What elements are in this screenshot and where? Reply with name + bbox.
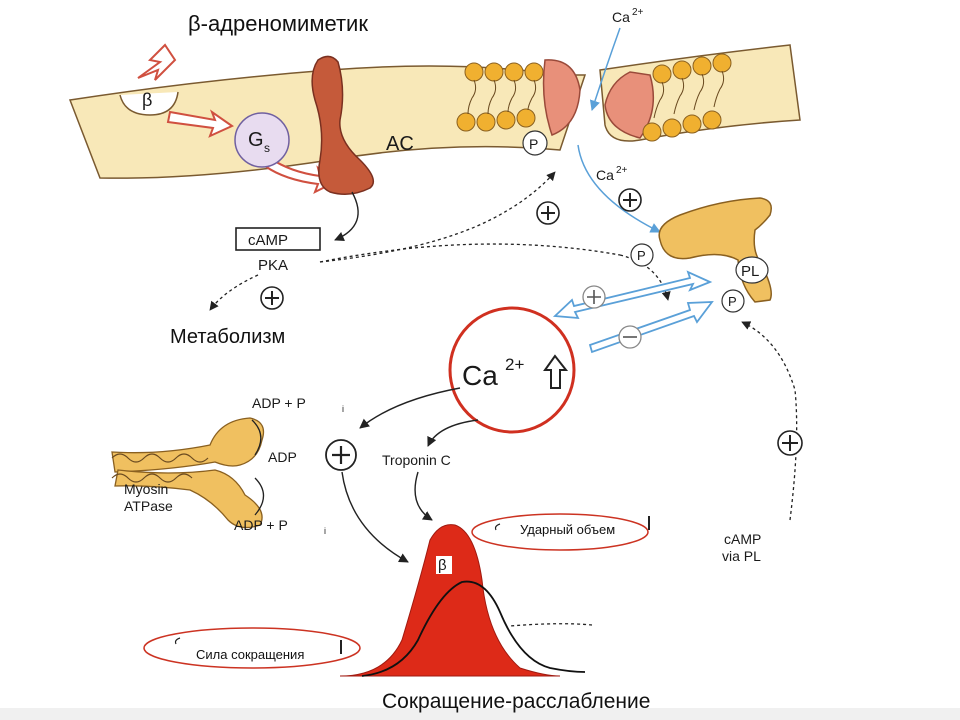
contraction-force-oval [143, 627, 361, 669]
pka-to-pl-dashed [319, 243, 621, 263]
plus-circle-icon [260, 286, 284, 310]
adp-pi-bottom-label: ADP + P [234, 517, 288, 533]
ca-mid-label: Ca [596, 167, 614, 183]
metabolism-label: Метаболизм [170, 326, 286, 348]
up-arrow-icon [543, 354, 569, 389]
camp-via-label: cAMP [724, 531, 761, 547]
adp-pi-bottom-sub: i [324, 526, 326, 536]
contraction-curve-beta [339, 524, 561, 677]
stroke-volume-label: Ударный объем [520, 522, 616, 537]
minus-circle-icon [618, 325, 642, 349]
pl-phosphate-bottom [721, 289, 745, 313]
curve-beta-label: β [438, 557, 447, 574]
agonist-arrow [137, 43, 177, 81]
pl-badge [735, 256, 769, 284]
channel-phosphate-label: P [529, 136, 538, 152]
sr-release-arrow [588, 301, 714, 354]
plus-circle-icon [777, 430, 803, 456]
pka-to-channel-dashed [319, 171, 556, 263]
pl-label: PL [741, 263, 759, 280]
myosin-label: Myosin [124, 481, 168, 497]
myosin-atpase-shape [111, 417, 265, 529]
contraction-relaxation-label: Сокращение-расслабление [382, 690, 651, 713]
atpase-label: ATPase [124, 498, 173, 514]
pka-label: PKA [258, 257, 288, 274]
camp-box [235, 227, 321, 251]
myosin-helix-b [111, 473, 193, 483]
adenylate-cyclase [311, 55, 375, 195]
contraction-force-up-icon [340, 640, 342, 654]
beta-receptor-label: β [142, 90, 152, 110]
contraction-curve-baseline [361, 580, 586, 677]
plus-circle-icon [325, 439, 357, 471]
plus-circle-icon [618, 188, 642, 212]
beta-agonist-label: β-адреномиметик [188, 11, 368, 36]
gs-subscript: s [264, 141, 270, 155]
contraction-force-label: Сила сокращения [196, 647, 305, 662]
adp-cycle-bottom [254, 477, 265, 516]
adp-label: ADP [268, 449, 297, 465]
pl-phosphate-top-label: P [637, 248, 646, 263]
channel-phosphate [522, 130, 548, 156]
contraction-force-tick [174, 637, 181, 645]
adp-cycle-top [251, 419, 262, 456]
stroke-volume-up-icon [648, 516, 650, 530]
myosin-helix [111, 453, 209, 463]
myosin-to-curve-arrow [341, 471, 409, 563]
ca-to-troponin-arrow [427, 419, 479, 447]
ca-channel-left [542, 59, 581, 136]
plus-circle-icon [536, 201, 560, 225]
troponin-to-curve-arrow [414, 471, 433, 521]
ca-top-label: Ca [612, 9, 630, 25]
lipid-bilayer-left [456, 62, 544, 132]
pl-phosphate-top [630, 243, 654, 267]
via-pl-label: via PL [722, 548, 761, 564]
troponin-c-label: Troponin C [382, 452, 451, 468]
ac-to-camp-arrow [334, 191, 359, 242]
ca-central-circle [448, 306, 576, 434]
curve-beta-badge [436, 556, 452, 574]
plus-circle-icon [582, 285, 606, 309]
bottom-strip [0, 708, 960, 720]
pka-to-metabolism-dashed [209, 274, 259, 311]
stroke-volume-tick [494, 523, 501, 531]
adp-pi-top-sub: i [342, 404, 344, 414]
ca-entry-arrow [589, 27, 621, 111]
pka-to-pl-dashed-b [619, 254, 671, 301]
ca-central-label: Ca [462, 360, 498, 391]
ca-mid-sup: 2+ [616, 165, 628, 176]
camp-to-curve-dashed [509, 623, 593, 627]
ca-to-sr-arrow [577, 144, 661, 233]
gs-label: G [248, 129, 264, 151]
adp-pi-top-label: ADP + P [252, 395, 306, 411]
ca-to-myosin-arrow [359, 387, 461, 429]
camp-label: cAMP [248, 232, 288, 249]
receptor-to-gs-arrow [166, 109, 235, 138]
lipid-bilayer-right [642, 53, 732, 142]
top-blank-strip [0, 0, 960, 10]
beta-receptor [119, 91, 179, 116]
ca-central-sup: 2+ [505, 355, 524, 374]
pl-phosphate-bottom-label: P [728, 294, 737, 309]
gs-protein [234, 112, 290, 168]
ac-label: AC [386, 133, 414, 155]
ca-top-sup: 2+ [632, 7, 644, 18]
ca-channel-right [604, 71, 655, 139]
camp-via-pl-dashed [741, 321, 798, 521]
stroke-volume-oval [471, 513, 649, 551]
